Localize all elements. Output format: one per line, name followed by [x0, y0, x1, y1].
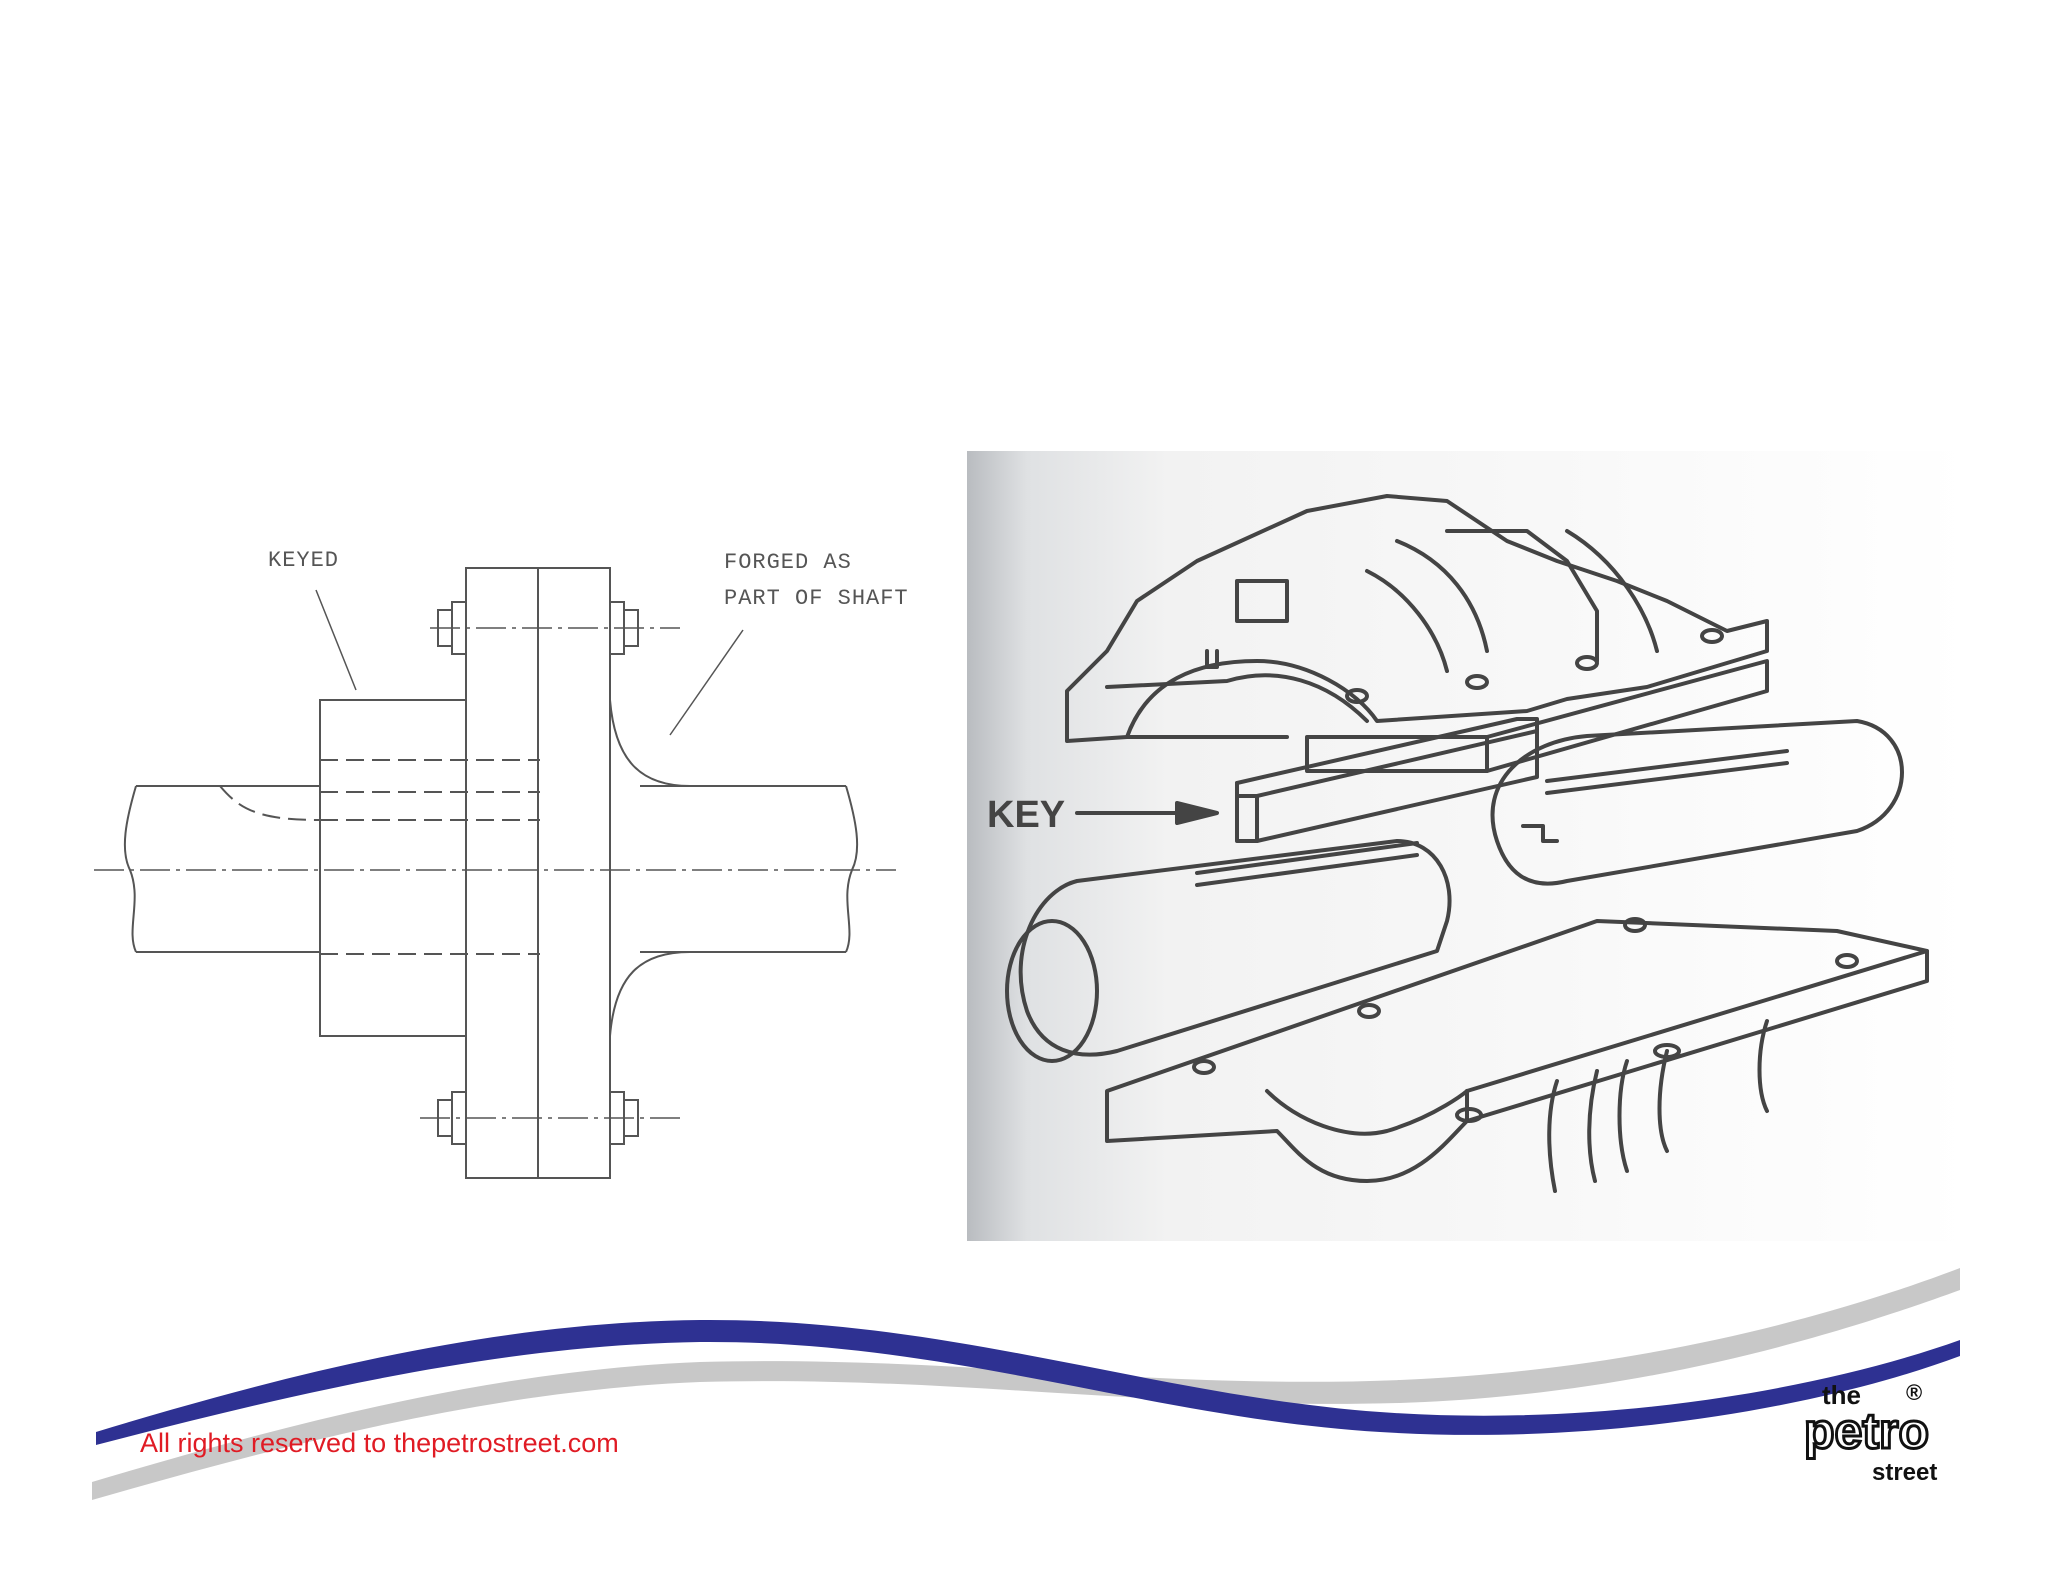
- forged-label-line1: FORGED AS: [724, 550, 852, 575]
- gray-wave: [92, 1268, 1960, 1500]
- petrostreet-logo: the ® petro street: [1803, 1380, 1938, 1486]
- flange-coupling-drawing: KEYED FORGED AS PART OF SHAFT: [80, 520, 940, 1200]
- split-coupling-drawing: KEY: [967, 451, 1971, 1241]
- forged-hub-bottom: [609, 951, 691, 1037]
- logo-registered-mark: ®: [1906, 1380, 1922, 1405]
- flange-coupling-svg: KEYED FORGED AS PART OF SHAFT: [94, 548, 909, 1179]
- logo-street: street: [1872, 1459, 1937, 1486]
- shaft-break-right: [845, 785, 859, 953]
- logo-petro: petro: [1804, 1403, 1929, 1459]
- keyed-hub: [319, 699, 467, 1037]
- key-label: KEY: [987, 794, 1065, 836]
- right-flange: [537, 567, 611, 1179]
- copyright-text: All rights reserved to thepetrostreet.co…: [140, 1428, 619, 1458]
- right-shaft: [1490, 719, 1904, 886]
- upper-shell: [1065, 494, 1769, 743]
- keyed-label: KEYED: [268, 548, 339, 573]
- keyed-leader: [315, 589, 357, 691]
- forged-hub-top: [609, 699, 691, 787]
- logo-the: the: [1822, 1380, 1861, 1410]
- split-coupling-svg: KEY: [967, 451, 1971, 1241]
- forged-label-line2: PART OF SHAFT: [724, 586, 909, 611]
- forged-leader: [669, 629, 744, 736]
- left-flange: [465, 567, 539, 1179]
- shaft-break-left: [123, 785, 137, 953]
